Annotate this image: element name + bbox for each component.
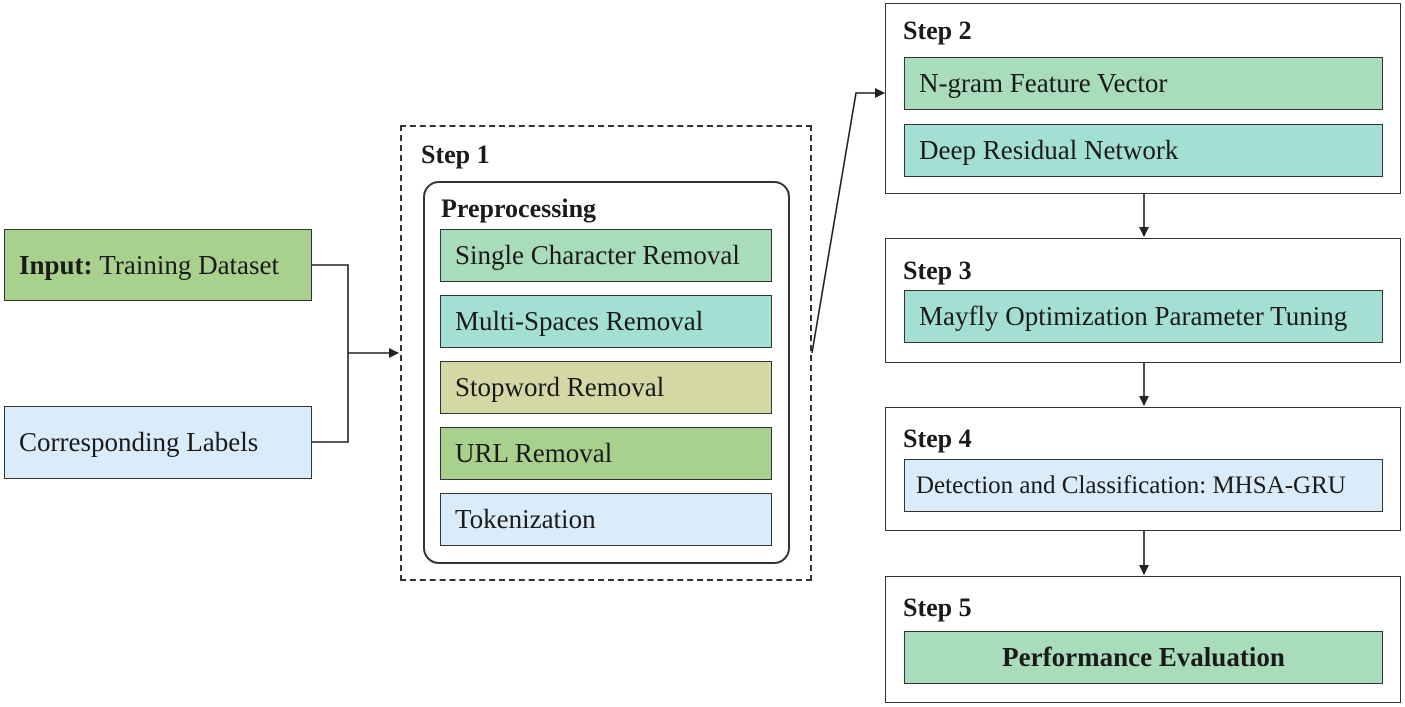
mayfly-optimization-box: Mayfly Optimization Parameter Tuning — [904, 290, 1383, 343]
step5-title: Step 5 — [903, 593, 972, 622]
single-character-removal-box: Single Character Removal — [440, 229, 772, 282]
corresponding-labels-text: Corresponding Labels — [19, 427, 259, 457]
step1-frame — [400, 125, 812, 581]
multi-spaces-removal-box: Multi-Spaces Removal — [440, 295, 772, 348]
stopword-removal-box: Stopword Removal — [440, 361, 772, 414]
step1-to-step2-arrow — [811, 88, 885, 354]
detection-classification-box: Detection and Classification: MHSA-GRU — [904, 459, 1383, 512]
preprocessing-title: Preprocessing — [441, 194, 597, 223]
tokenization-box: Tokenization — [440, 493, 772, 546]
input-training-dataset-box: Input: Training Dataset — [4, 229, 312, 301]
url-removal-box: URL Removal — [440, 427, 772, 480]
step1-title: Step 1 — [421, 140, 490, 169]
performance-evaluation-box: Performance Evaluation — [904, 631, 1383, 684]
input-bold-label: Input: — [19, 249, 93, 280]
step4-title: Step 4 — [903, 424, 972, 453]
input-training-label: Training Dataset — [99, 249, 280, 280]
corresponding-labels-box: Corresponding Labels — [4, 406, 312, 479]
deep-residual-network-box: Deep Residual Network — [904, 124, 1383, 177]
step3-title: Step 3 — [903, 256, 972, 285]
input-merge-line — [312, 264, 349, 443]
preprocessing-group — [423, 181, 790, 564]
ngram-feature-vector-box: N-gram Feature Vector — [904, 57, 1383, 110]
step2-title: Step 2 — [903, 16, 972, 45]
